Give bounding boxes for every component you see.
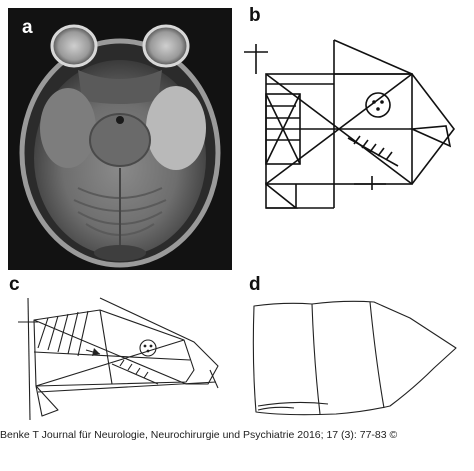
panel-a-mri-image: a (8, 8, 232, 270)
mri-scan-graphic (8, 8, 232, 270)
panel-c-label: c (9, 274, 20, 295)
rey-figure-template-drawing (244, 39, 456, 209)
panel-a-label: a (22, 17, 33, 38)
figure-caption: Benke T Journal für Neurologie, Neurochi… (0, 429, 398, 441)
panel-d-patient-recall (244, 292, 472, 426)
panel-b-label: b (249, 5, 261, 26)
panel-b-rey-figure-template (236, 26, 472, 226)
patient-recall-drawing (252, 300, 457, 416)
patient-copy-drawing (18, 297, 219, 421)
panel-d-label: d (249, 274, 261, 295)
panel-c-patient-copy (8, 292, 240, 426)
